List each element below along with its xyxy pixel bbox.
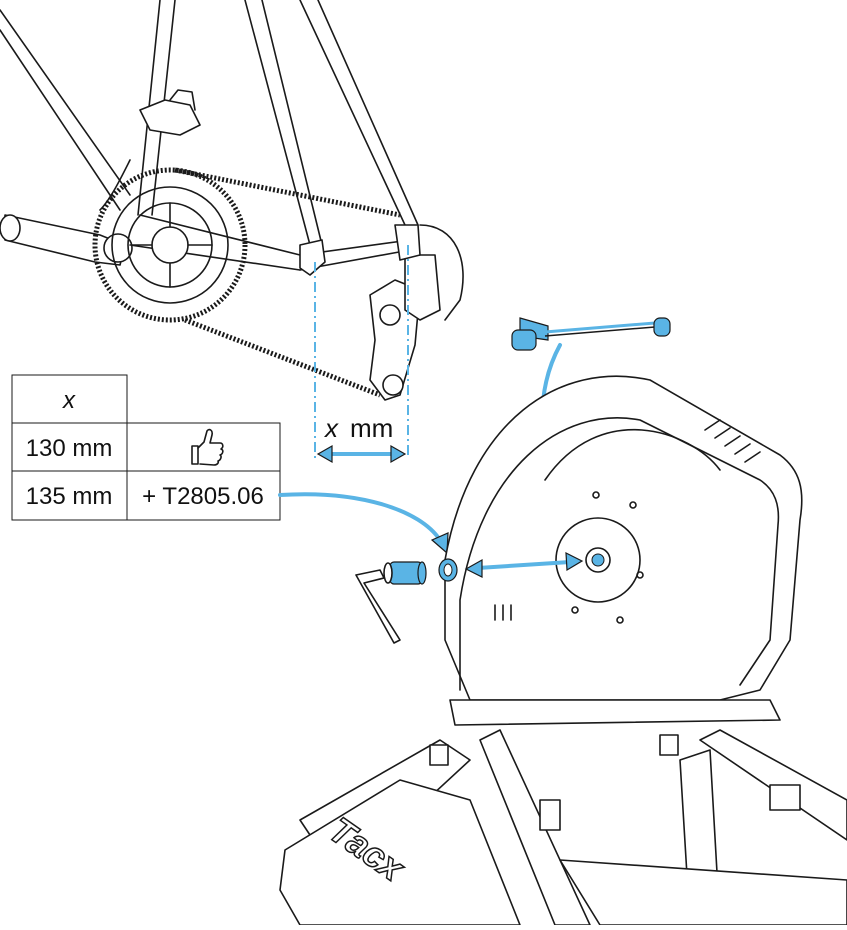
- adapter-arrow: [278, 492, 449, 555]
- crank-arm: [0, 214, 133, 266]
- quick-release-skewer-icon: [511, 317, 671, 351]
- hex-key-icon: [355, 569, 401, 644]
- thumbs-up-icon: [191, 428, 224, 466]
- table-header-x: x: [62, 387, 76, 414]
- table-row-130: 130 mm: [26, 435, 113, 462]
- trainer-body: [279, 375, 847, 926]
- spacer-ring: [438, 558, 458, 582]
- axle-width-table: [11, 374, 281, 521]
- dimension-unit: mm: [350, 413, 393, 443]
- dropout-width-guides: [314, 245, 409, 464]
- chainring: [92, 167, 248, 323]
- adapter-part-number: + T2805.06: [142, 483, 264, 510]
- dimension-var: x: [323, 413, 339, 443]
- axle-adapter: [383, 561, 427, 585]
- axle-fit-arrow: [464, 551, 584, 578]
- chain: [174, 167, 401, 398]
- table-row-135: 135 mm: [26, 483, 113, 510]
